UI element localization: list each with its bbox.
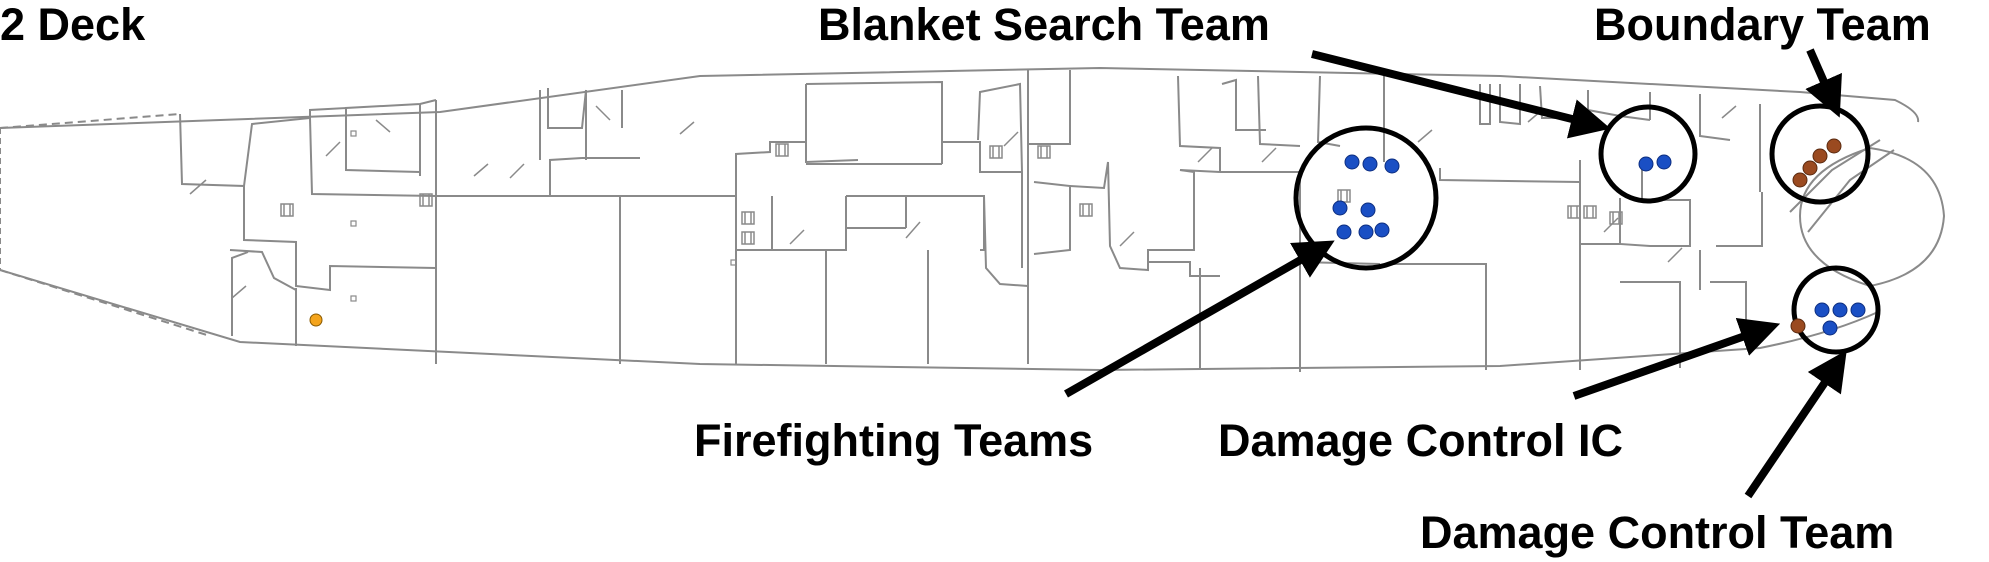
damage-control-team-label: Damage Control Team [1420,507,1895,558]
boundary-team-label: Boundary Team [1594,0,1931,50]
team-marker [1384,158,1400,174]
team-marker [1792,172,1808,188]
team-marker [1656,154,1672,170]
team-marker [1790,318,1806,334]
blanket-search-arrow [1311,50,1611,139]
team-marker [309,313,323,327]
team-marker [1336,224,1352,240]
team-marker [1826,138,1842,154]
blanket-search-team-markers [1638,154,1672,172]
damage-control-ic-arrow [1572,318,1781,400]
damage-control-ic-label: Damage Control IC [1218,415,1624,466]
firefighting-circle [1293,125,1439,271]
hull-outline [0,66,1920,372]
compartment-walls [179,70,1763,372]
boundary-team-markers [1792,138,1842,188]
firefighting-team-markers [1332,154,1400,240]
firefighting-arrow [1064,240,1335,398]
team-marker [1802,160,1818,176]
damage-control-team-markers [1814,302,1866,336]
firefighting-teams-label: Firefighting Teams [694,415,1094,466]
callout-arrows [1064,48,1847,499]
team-marker [1812,148,1828,164]
team-marker [1344,154,1360,170]
team-marker [1360,202,1376,218]
team-marker [1374,222,1390,238]
team-marker [1332,200,1348,216]
team-marker [1832,302,1848,318]
blanket-search-team-label: Blanket Search Team [818,0,1270,50]
team-marker [1822,320,1838,336]
team-marker [1358,224,1374,240]
team-marker [1850,302,1866,318]
damage-control-ic-marker [1790,318,1806,334]
team-marker [1638,156,1654,172]
ladder-icon [280,143,1623,245]
door-marks [189,105,1737,299]
team-marker [1362,156,1378,172]
boundary-arrow [1805,48,1842,118]
single-orange-marker [309,313,323,327]
deck-title: 2 Deck [0,0,146,50]
damage-control-team-arrow [1744,350,1847,499]
team-marker [1814,302,1830,318]
hatch-icon [350,130,737,302]
blanket-search-circle [1598,104,1698,204]
